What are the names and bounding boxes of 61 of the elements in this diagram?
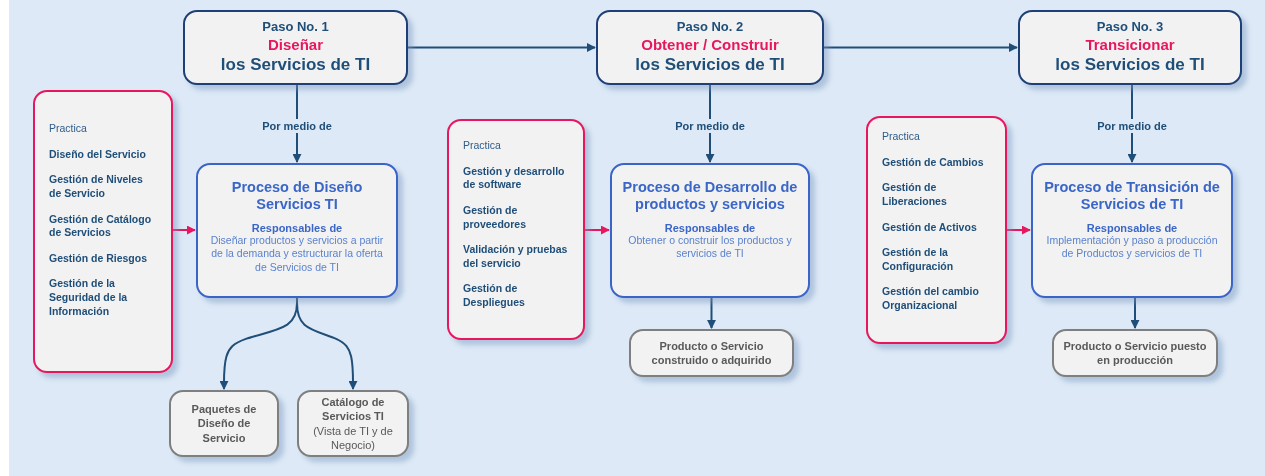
step-action: Transicionar	[1085, 35, 1175, 55]
process-title: Proceso de Transición de Servicios de TI	[1043, 179, 1221, 213]
output-title: Paquetes de Diseño de Servicio	[190, 402, 258, 445]
arrow	[407, 43, 596, 52]
responsibility-heading: Responsables de	[251, 222, 343, 235]
arrow	[1130, 297, 1140, 329]
practice-item: Gestión de la Configuración	[882, 246, 955, 274]
output-box	[1052, 329, 1218, 377]
practice-heading: Practica	[49, 122, 87, 136]
practice-item: Gestión de la Seguridad de la Información	[49, 277, 129, 319]
practice-item: Gestión de Despliegues	[463, 282, 526, 310]
practice-item: Gestión de Liberaciones	[882, 181, 948, 209]
practice-item: Gestión de Cambios	[882, 155, 984, 170]
practice-list-box	[447, 119, 585, 340]
practice-item: Gestión de Niveles de Servicio	[49, 173, 144, 201]
responsibility-text: Diseñar productos y servicios a partir de la demanda y estructurar la oferta de Servicios de TI	[209, 234, 385, 274]
output-title: Catálogo de Servicios TI	[320, 394, 386, 424]
arrow	[823, 43, 1018, 52]
practice-item: Gestión del cambio Organizacional	[882, 285, 980, 313]
practice-item: Gestión de Riesgos	[49, 251, 148, 266]
practice-item: Gestión y desarrollo de software	[463, 164, 566, 192]
output-box	[629, 329, 794, 377]
practice-list-box	[33, 90, 173, 373]
output-note: (Vista de TI y de Negocio)	[312, 423, 394, 453]
process-box	[1031, 163, 1233, 298]
responsibility-heading: Responsables de	[664, 222, 756, 235]
practice-heading: Practica	[882, 130, 920, 144]
arrow	[707, 297, 716, 329]
arrow	[584, 225, 610, 235]
step-box	[183, 10, 408, 85]
output-title: Producto o Servicio puesto en producción	[1062, 338, 1208, 368]
process-title: Proceso de Diseño Servicios TI	[230, 179, 364, 213]
process-title: Proceso de Desarrollo de productos y servicios	[622, 179, 798, 213]
practice-item: Diseño del Servicio	[49, 147, 146, 162]
responsibility-text: Obtener o construir los productos y servicios de TI	[627, 234, 793, 261]
arrow	[296, 297, 358, 390]
practice-item: Gestión de Catálogo de Servicios	[49, 212, 153, 240]
output-title: Producto o Servicio construido o adquirido	[650, 338, 773, 368]
arrow	[172, 225, 196, 235]
practice-item: Validación y pruebas del servicio	[463, 243, 569, 271]
output-box	[297, 390, 409, 457]
step-subject: los Servicios de TI	[1055, 54, 1205, 76]
step-box	[596, 10, 824, 85]
step-subject: los Servicios de TI	[220, 54, 371, 76]
step-subject: los Servicios de TI	[635, 54, 785, 76]
step-action: Obtener / Construir	[641, 35, 779, 55]
output-box	[169, 390, 279, 457]
process-box	[196, 163, 398, 298]
practice-list-box	[866, 116, 1007, 344]
arrow	[1006, 225, 1031, 235]
step-box	[1018, 10, 1242, 85]
step-number: Paso No. 2	[676, 19, 744, 36]
process-box	[610, 163, 810, 298]
step-number: Paso No. 3	[1096, 19, 1164, 36]
practice-item: Gestión de proveedores	[463, 203, 528, 232]
step-number: Paso No. 1	[262, 19, 329, 36]
responsibility-text: Implementación y paso a producción de Productos y servicios de TI	[1045, 234, 1219, 261]
responsibility-heading: Responsables de	[1086, 222, 1178, 235]
practice-heading: Practica	[463, 139, 501, 153]
practice-item: Gestión de Activos	[882, 220, 977, 235]
step-action: Diseñar	[268, 35, 323, 55]
